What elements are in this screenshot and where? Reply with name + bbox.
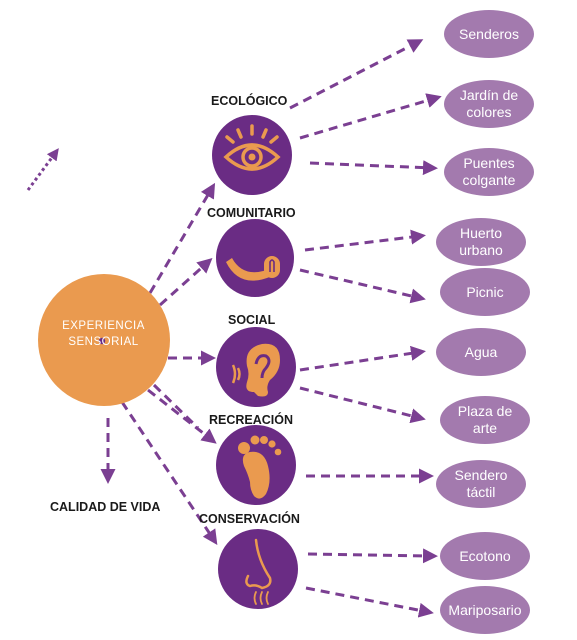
center-arrows <box>100 182 218 545</box>
circle-conservacion <box>218 529 298 609</box>
arrow-to-calidad-2 <box>152 383 200 430</box>
circle-comunitario <box>216 219 294 297</box>
arrow-to-ecologico <box>148 182 216 294</box>
arrow-jardin <box>299 93 442 140</box>
leaf-huerto-urbano: Huerto urbano <box>436 218 526 266</box>
foot-icon <box>238 415 286 499</box>
tongue-icon <box>226 256 280 281</box>
arrow-senderos <box>289 39 424 110</box>
arrow-picnic <box>299 268 426 304</box>
arrow-ecotono <box>307 548 438 564</box>
leaf-jardin-de-colores: Jardín de colores <box>444 80 534 128</box>
category-label-social: SOCIAL <box>228 313 276 327</box>
arrow-plaza <box>299 386 426 424</box>
category-label-recreacion: RECREACIÓN <box>209 413 294 427</box>
nose-icon <box>245 538 272 605</box>
leaf-picnic: Picnic <box>440 268 530 316</box>
leaf-mariposario: Mariposario <box>440 586 530 634</box>
leaf-agua: Agua <box>436 328 526 376</box>
ear-icon <box>231 343 280 397</box>
leaf-senderos: Senderos <box>444 10 534 58</box>
arrow-puentes <box>309 160 438 176</box>
category-label-ecologico: ECOLÓGICO <box>211 94 288 108</box>
center-label: EXPERIENCIA SENSORIAL <box>62 320 145 348</box>
arrow-mariposario <box>305 586 434 618</box>
arrow-to-conservacion <box>120 401 218 545</box>
category-label-comunitario: COMUNITARIO <box>207 206 296 220</box>
quality-of-life-label: CALIDAD DE VIDA <box>50 500 161 514</box>
eye-icon <box>223 124 281 171</box>
leaf-arrows <box>289 39 442 618</box>
leaf-ecotono: Ecotono <box>440 532 530 580</box>
arrow-huerto <box>304 229 426 252</box>
leaf-puentes-colgante: Puentes colgante <box>444 148 534 196</box>
arrow-to-recreacion <box>147 388 217 444</box>
center-dot <box>98 337 106 345</box>
dotted-arrow <box>26 148 59 191</box>
leaf-sendero-tactil: Sendero táctil <box>436 460 526 508</box>
arrow-to-comunitario <box>158 257 213 307</box>
category-label-conservacion: CONSERVACIÓN <box>199 512 300 526</box>
arrow-agua <box>299 345 426 372</box>
leaf-plaza-de-arte: Plaza de arte <box>440 396 530 444</box>
